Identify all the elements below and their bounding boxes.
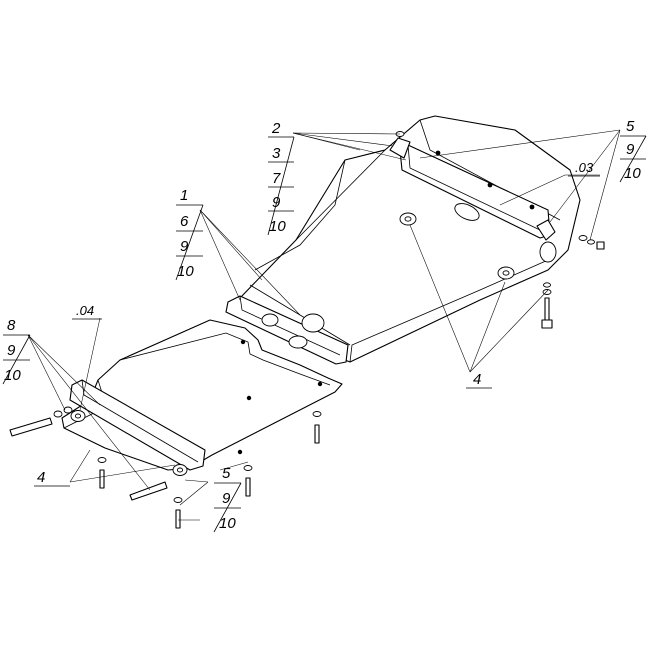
callout-stack-left-middle: 1 6 9 10 xyxy=(175,187,204,281)
nut xyxy=(596,241,605,250)
bolt-head xyxy=(541,319,553,329)
callout-label: 10 xyxy=(4,367,21,384)
rear-skid-plate xyxy=(225,115,581,365)
bolt xyxy=(314,424,320,444)
callout-label: 10 xyxy=(269,218,286,235)
callout-stack-left-far: 8 9 10 xyxy=(2,317,31,385)
callout-label: 10 xyxy=(624,165,641,182)
washer xyxy=(543,282,551,288)
callout-stack-top-right: 5 9 10 xyxy=(619,118,647,183)
callout-label: 9 xyxy=(7,342,16,359)
callout-label: 7 xyxy=(272,170,281,187)
bolt xyxy=(245,477,251,497)
washer xyxy=(53,410,63,418)
fasteners xyxy=(9,131,605,529)
callout-label: 5 xyxy=(222,465,231,482)
callout-label: 4 xyxy=(37,469,45,486)
callout-stack-bottom-center: 5 9 10 xyxy=(213,465,242,533)
callout-label: 4 xyxy=(473,371,481,388)
long-bolt-left xyxy=(9,417,53,437)
callout-label: 9 xyxy=(180,238,189,255)
callout-label: 6 xyxy=(180,213,189,230)
part-code-front: .04 xyxy=(76,303,94,318)
bolt xyxy=(99,469,105,489)
washer xyxy=(578,235,588,241)
leader-lines xyxy=(27,129,621,521)
callout-label: 5 xyxy=(626,118,635,135)
long-bolt-lower xyxy=(129,481,168,501)
callout-label: 10 xyxy=(177,263,194,280)
callout-label: 9 xyxy=(222,490,231,507)
callout-label: 3 xyxy=(272,145,281,162)
washer xyxy=(63,406,73,414)
callout-stack-top-center: 2 3 7 9 10 xyxy=(267,120,295,236)
washer xyxy=(587,239,595,245)
washer xyxy=(173,497,183,503)
washer xyxy=(97,457,107,463)
callout-label: 1 xyxy=(180,187,188,204)
callout-label: 8 xyxy=(7,317,16,334)
callout-label: 9 xyxy=(626,141,635,158)
washer xyxy=(312,411,322,417)
callout-label: 10 xyxy=(219,515,236,532)
washer xyxy=(243,465,253,471)
part-code-rear: .03 xyxy=(575,160,594,175)
callout-label: 2 xyxy=(271,120,281,137)
front-skid-plate xyxy=(61,319,343,476)
bolt xyxy=(175,509,181,529)
